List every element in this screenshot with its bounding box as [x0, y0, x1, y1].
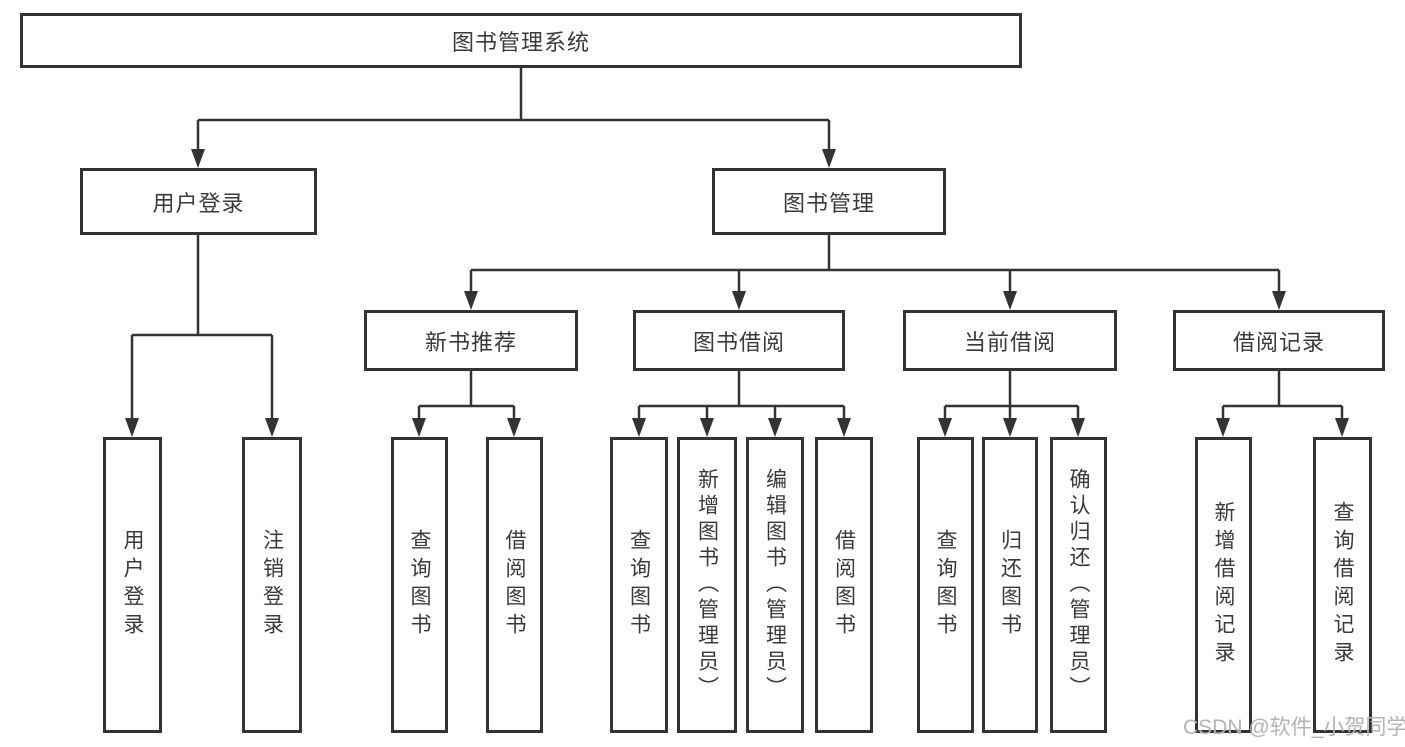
leaf-borrow-borrow-books-label: 借阅图书: [832, 529, 856, 641]
leaf-user-login: 用户登录: [103, 437, 162, 733]
leaf-records-query-record: 查询借阅记录: [1313, 437, 1372, 733]
leaf-current-confirm-return-admin: 确认归还（管理员）: [1050, 437, 1107, 733]
watermark: CSDN @软件_小贺同学: [1183, 716, 1405, 739]
leaf-borrow-query-books-label: 查询图书: [627, 529, 651, 641]
leaf-current-query-books: 查询图书: [917, 437, 974, 733]
node-book-management-label: 图书管理: [782, 190, 875, 216]
leaf-records-add-record-label: 新增借阅记录: [1212, 501, 1235, 669]
node-current-borrow-label: 当前借阅: [963, 329, 1056, 355]
leaf-borrow-add-books-admin: 新增图书（管理员）: [677, 437, 737, 733]
leaf-newrec-borrow-books-label: 借阅图书: [503, 529, 526, 641]
leaf-current-return-books-label: 归还图书: [998, 529, 1022, 641]
leaf-borrow-edit-books-admin: 编辑图书（管理员）: [746, 437, 804, 733]
leaf-current-confirm-return-admin-label: 确认归还（管理员）: [1067, 468, 1090, 702]
leaf-borrow-add-books-admin-label: 新增图书（管理员）: [695, 468, 719, 702]
node-borrow-records: 借阅记录: [1173, 310, 1385, 371]
node-book-management: 图书管理: [712, 168, 946, 235]
node-new-book-recommend: 新书推荐: [364, 310, 578, 371]
leaf-current-query-books-label: 查询图书: [934, 529, 957, 641]
node-user-login-label: 用户登录: [152, 190, 245, 216]
node-current-borrow: 当前借阅: [903, 310, 1117, 371]
node-root-label: 图书管理系统: [451, 29, 590, 55]
node-book-borrow-label: 图书借阅: [692, 329, 785, 355]
leaf-newrec-query-books-label: 查询图书: [408, 529, 431, 641]
leaf-logout-label: 注销登录: [260, 529, 284, 641]
arrowheads: [125, 149, 1349, 437]
node-borrow-records-label: 借阅记录: [1232, 329, 1325, 355]
node-new-book-recommend-label: 新书推荐: [424, 329, 517, 355]
leaf-borrow-query-books: 查询图书: [610, 437, 668, 733]
leaf-user-login-label: 用户登录: [121, 529, 144, 641]
node-book-borrow: 图书借阅: [633, 310, 845, 371]
leaf-borrow-edit-books-admin-label: 编辑图书（管理员）: [763, 468, 787, 702]
leaf-records-query-record-label: 查询借阅记录: [1331, 501, 1354, 669]
leaf-logout: 注销登录: [242, 437, 302, 733]
leaf-current-return-books: 归还图书: [982, 437, 1038, 733]
leaf-newrec-borrow-books: 借阅图书: [486, 437, 543, 733]
leaf-borrow-borrow-books: 借阅图书: [815, 437, 873, 733]
leaf-records-add-record: 新增借阅记录: [1195, 437, 1252, 733]
leaf-newrec-query-books: 查询图书: [391, 437, 448, 733]
node-user-login: 用户登录: [80, 168, 317, 235]
node-root: 图书管理系统: [20, 13, 1022, 68]
